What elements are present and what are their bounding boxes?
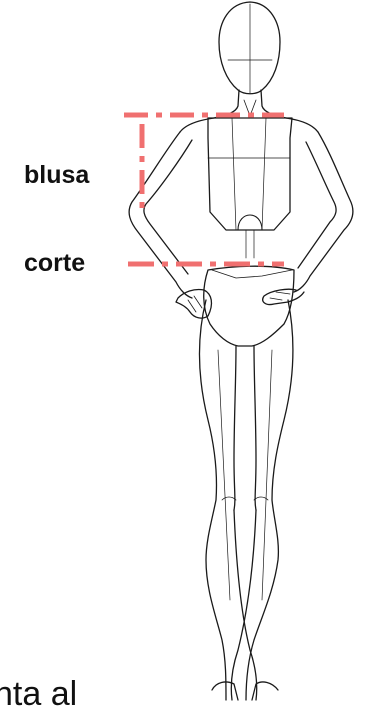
hips-brief (204, 266, 294, 346)
cut-off-caption: nta al (0, 677, 77, 711)
corte-label: corte (24, 251, 85, 276)
feet (212, 682, 278, 700)
blusa-label: blusa (24, 163, 89, 188)
guide-lines (124, 115, 284, 264)
legs (199, 300, 293, 700)
head (219, 2, 280, 94)
torso (180, 118, 318, 258)
